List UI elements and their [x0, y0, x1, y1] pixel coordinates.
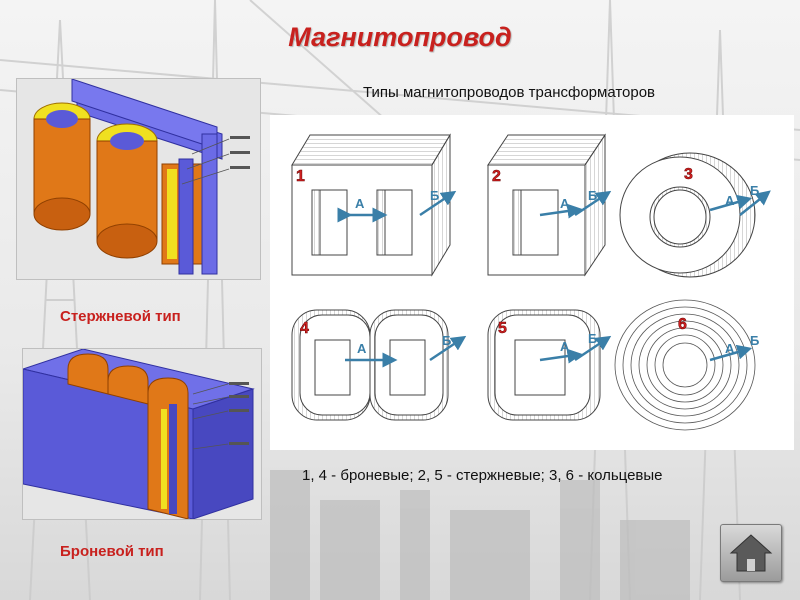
- label-a-1: А: [355, 196, 365, 211]
- core-types-diagram: 1 2 3 4 5 6 А Б А Б А Б А Б А Б А Б: [270, 115, 794, 450]
- home-button[interactable]: [720, 524, 782, 582]
- core-number-4: 4: [300, 320, 309, 337]
- core-5: [487, 309, 601, 421]
- core-types-legend: 1, 4 - броневые; 2, 5 - стержневые; 3, 6…: [302, 467, 663, 484]
- home-icon: [729, 534, 773, 572]
- label-b-6: Б: [750, 333, 759, 348]
- core-4: [291, 309, 449, 421]
- label-b-3: Б: [750, 183, 759, 198]
- core-type-caption: Стержневой тип: [60, 308, 181, 325]
- page-title: Магнитопровод: [288, 22, 512, 52]
- core-number-5: 5: [498, 320, 507, 337]
- core-number-1: 1: [296, 168, 305, 185]
- label-a-6: А: [725, 341, 735, 356]
- label-b-2: Б: [588, 188, 597, 203]
- label-a-2: А: [560, 196, 570, 211]
- label-b-1: Б: [430, 188, 439, 203]
- shell-type-caption: Броневой тип: [60, 543, 164, 560]
- core-number-6: 6: [678, 316, 687, 333]
- core-type-illustration: [16, 78, 261, 280]
- diagram-subtitle: Типы магнитопроводов трансформаторов: [363, 84, 656, 101]
- label-a-4: А: [357, 341, 367, 356]
- core-number-2: 2: [492, 168, 501, 185]
- label-b-4: Б: [442, 333, 451, 348]
- shell-type-illustration: [21, 348, 262, 520]
- core-number-3: 3: [684, 166, 693, 183]
- core-6: [614, 299, 756, 431]
- core-2: [487, 133, 606, 277]
- core-3: [619, 152, 756, 278]
- label-b-5: Б: [588, 331, 597, 346]
- label-a-5: А: [560, 339, 570, 354]
- core-1: [291, 133, 451, 277]
- label-a-3: А: [725, 193, 735, 208]
